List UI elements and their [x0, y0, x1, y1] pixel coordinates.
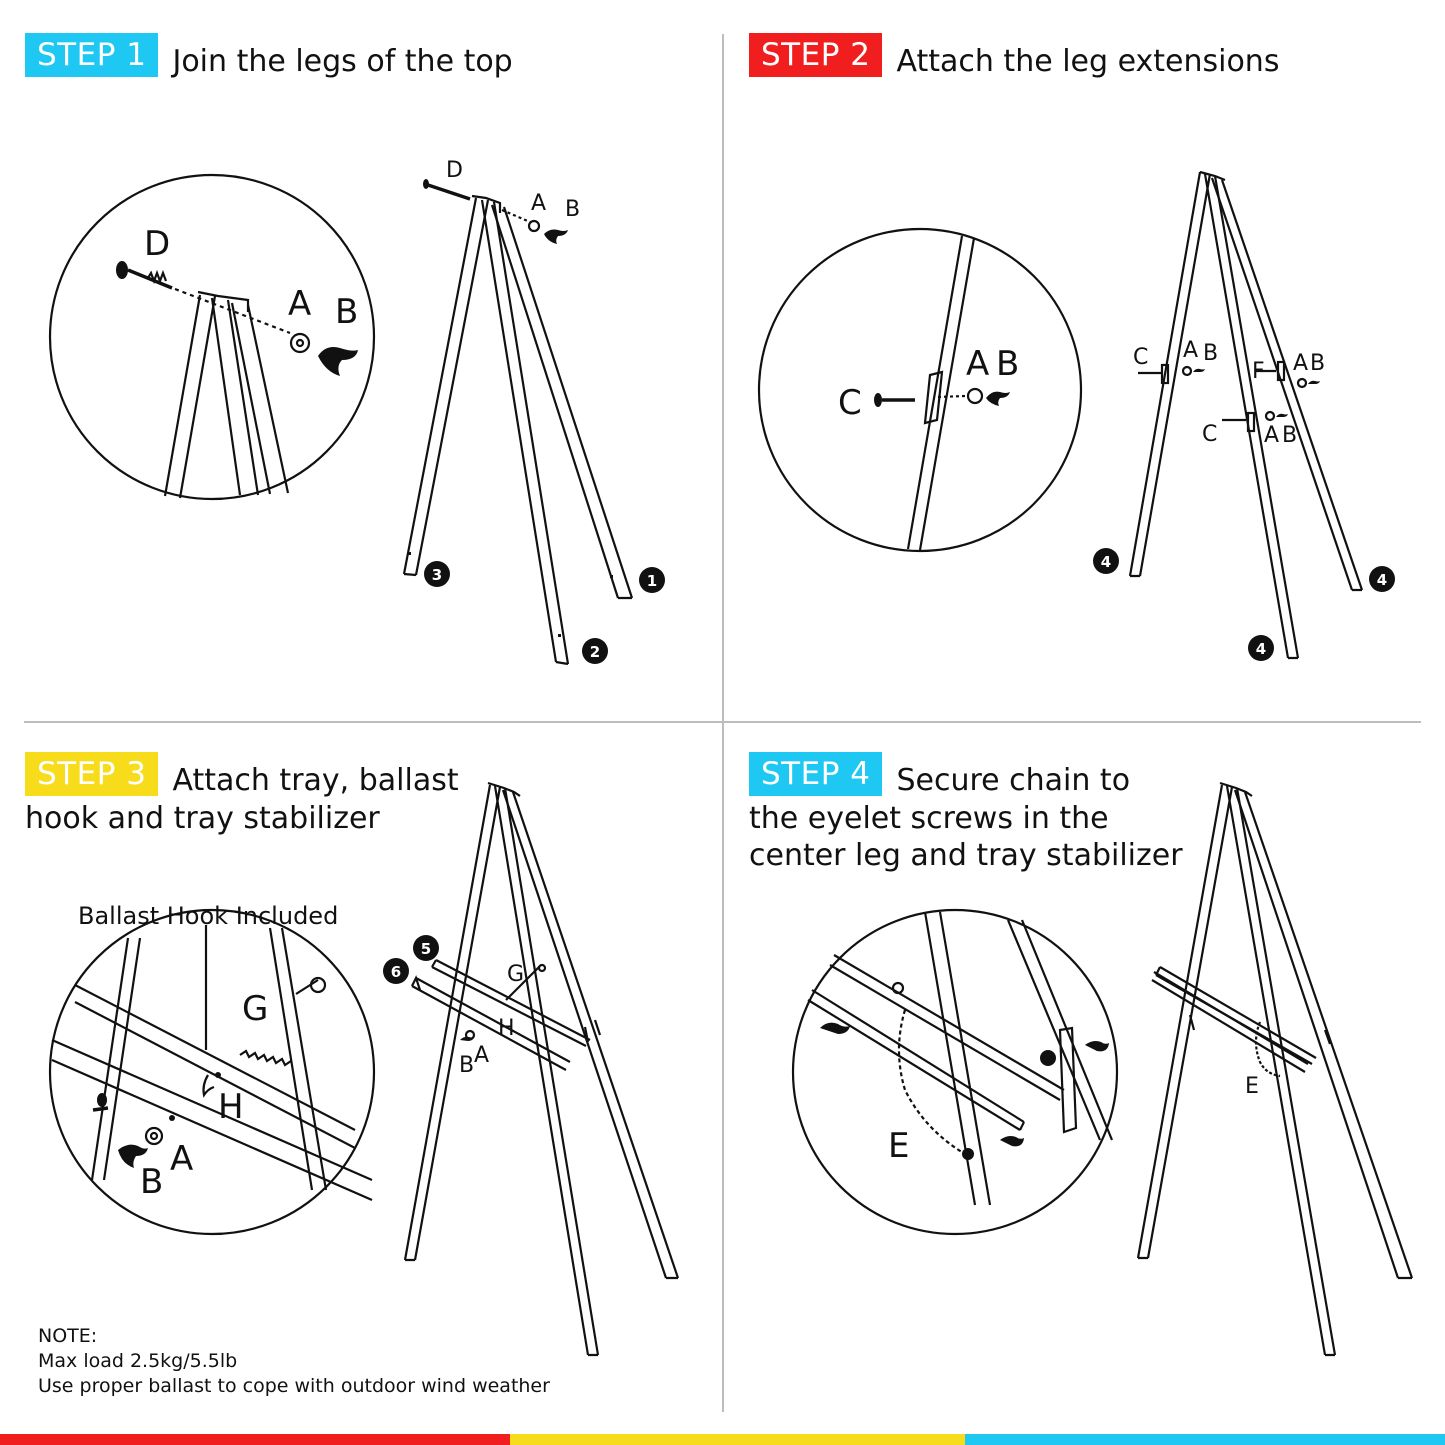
- step3-zoom-label-H: H: [218, 1087, 244, 1127]
- step2-label-B2: B: [1310, 351, 1325, 376]
- step3-zoom-label-A: A: [170, 1139, 193, 1179]
- step2-label-F: F: [1252, 359, 1265, 384]
- step1-number-1: 1: [647, 572, 657, 590]
- step1-zoom-label-B: B: [335, 292, 358, 332]
- step2-number-4c: 4: [1256, 640, 1266, 658]
- step3-title-line1: Attach tray, ballast: [172, 763, 459, 798]
- step4-easel: [1136, 781, 1414, 1357]
- step3-zoom-label-G: G: [242, 989, 268, 1029]
- step2-label-A3: A: [1264, 423, 1279, 448]
- step2-label-C1: C: [1133, 345, 1148, 370]
- step3-label-H: H: [498, 1016, 515, 1041]
- step3-zoom-circle: [48, 908, 376, 1236]
- step2-header: STEP 2 Attach the leg extensions: [749, 33, 1279, 80]
- step4-badge: STEP 4: [749, 752, 883, 796]
- step1-zoom-label-A: A: [288, 284, 311, 324]
- ballast-hook-label: Ballast Hook Included: [78, 902, 339, 930]
- step4-title-line2: the eyelet screws in the: [749, 801, 1109, 836]
- step4-label-E: E: [1245, 1074, 1259, 1099]
- step3-title-line2: hook and tray stabilizer: [25, 801, 380, 836]
- note-block: NOTE: Max load 2.5kg/5.5lb Use proper ba…: [38, 1324, 550, 1399]
- step4-title-line1: Secure chain to: [896, 763, 1131, 798]
- footer-segment-yellow: [510, 1434, 965, 1445]
- step2-badge-4c: [1248, 635, 1274, 661]
- step1-header: STEP 1 Join the legs of the top: [25, 33, 513, 80]
- step3-number-5: 5: [421, 940, 431, 958]
- step4-title-line3: center leg and tray stabilizer: [749, 838, 1183, 873]
- step4-header: STEP 4 Secure chain to: [749, 752, 1130, 799]
- step3-label-A: A: [474, 1043, 489, 1068]
- step3-badge: STEP 3: [25, 752, 159, 796]
- step3-badge-5: [413, 935, 439, 961]
- step4-zoom-circle: [791, 908, 1119, 1236]
- step2-zoom-label-C: C: [838, 383, 862, 423]
- note-line2: Use proper ballast to cope with outdoor …: [38, 1375, 550, 1397]
- note-heading: NOTE:: [38, 1325, 98, 1347]
- step3-label-B: B: [459, 1053, 474, 1078]
- vertical-divider: [722, 34, 724, 1412]
- footer-color-bar: [0, 1434, 1445, 1445]
- step2-label-C2: C: [1202, 422, 1217, 447]
- step1-title: Join the legs of the top: [172, 44, 513, 79]
- step1-zoom-circle: [48, 173, 376, 501]
- step1-badge-3: [424, 561, 450, 587]
- step2-number-4a: 4: [1101, 553, 1111, 571]
- step1-label-A: A: [531, 191, 546, 216]
- step1-easel: [402, 179, 634, 666]
- step3-label-G: G: [507, 962, 524, 987]
- footer-segment-red: [0, 1434, 510, 1445]
- step2-zoom-label-A: A: [966, 344, 989, 384]
- step2-badge-4a: [1093, 548, 1119, 574]
- step1-badge: STEP 1: [25, 33, 159, 77]
- step1-number-3: 3: [432, 566, 442, 584]
- step1-badge-2: [582, 638, 608, 664]
- step2-number-4b: 4: [1377, 571, 1387, 589]
- step2-badge: STEP 2: [749, 33, 883, 77]
- step4-zoom-label-E: E: [888, 1126, 909, 1166]
- step3-zoom-label-B: B: [140, 1162, 163, 1202]
- step2-zoom-label-B: B: [996, 344, 1019, 384]
- horizontal-divider: [24, 721, 1421, 723]
- step2-zoom-circle: [757, 227, 1083, 553]
- step2-title: Attach the leg extensions: [896, 44, 1280, 79]
- step2-label-A2: A: [1293, 351, 1308, 376]
- step3-number-6: 6: [391, 963, 401, 981]
- step1-label-B: B: [565, 197, 580, 222]
- step3-header: STEP 3 Attach tray, ballast: [25, 752, 459, 799]
- footer-segment-cyan: [965, 1434, 1445, 1445]
- step3-badge-6: [383, 958, 409, 984]
- step1-number-2: 2: [590, 643, 600, 661]
- step3-easel: [403, 781, 680, 1357]
- step2-badge-4b: [1369, 566, 1395, 592]
- step1-label-D: D: [446, 158, 463, 183]
- step1-badge-1: [639, 567, 665, 593]
- step2-easel: [1128, 170, 1364, 660]
- step1-zoom-label-D: D: [144, 224, 170, 264]
- step2-label-A1: A: [1183, 338, 1198, 363]
- note-line1: Max load 2.5kg/5.5lb: [38, 1350, 238, 1372]
- step2-label-B3: B: [1282, 423, 1297, 448]
- step2-label-B1: B: [1203, 341, 1218, 366]
